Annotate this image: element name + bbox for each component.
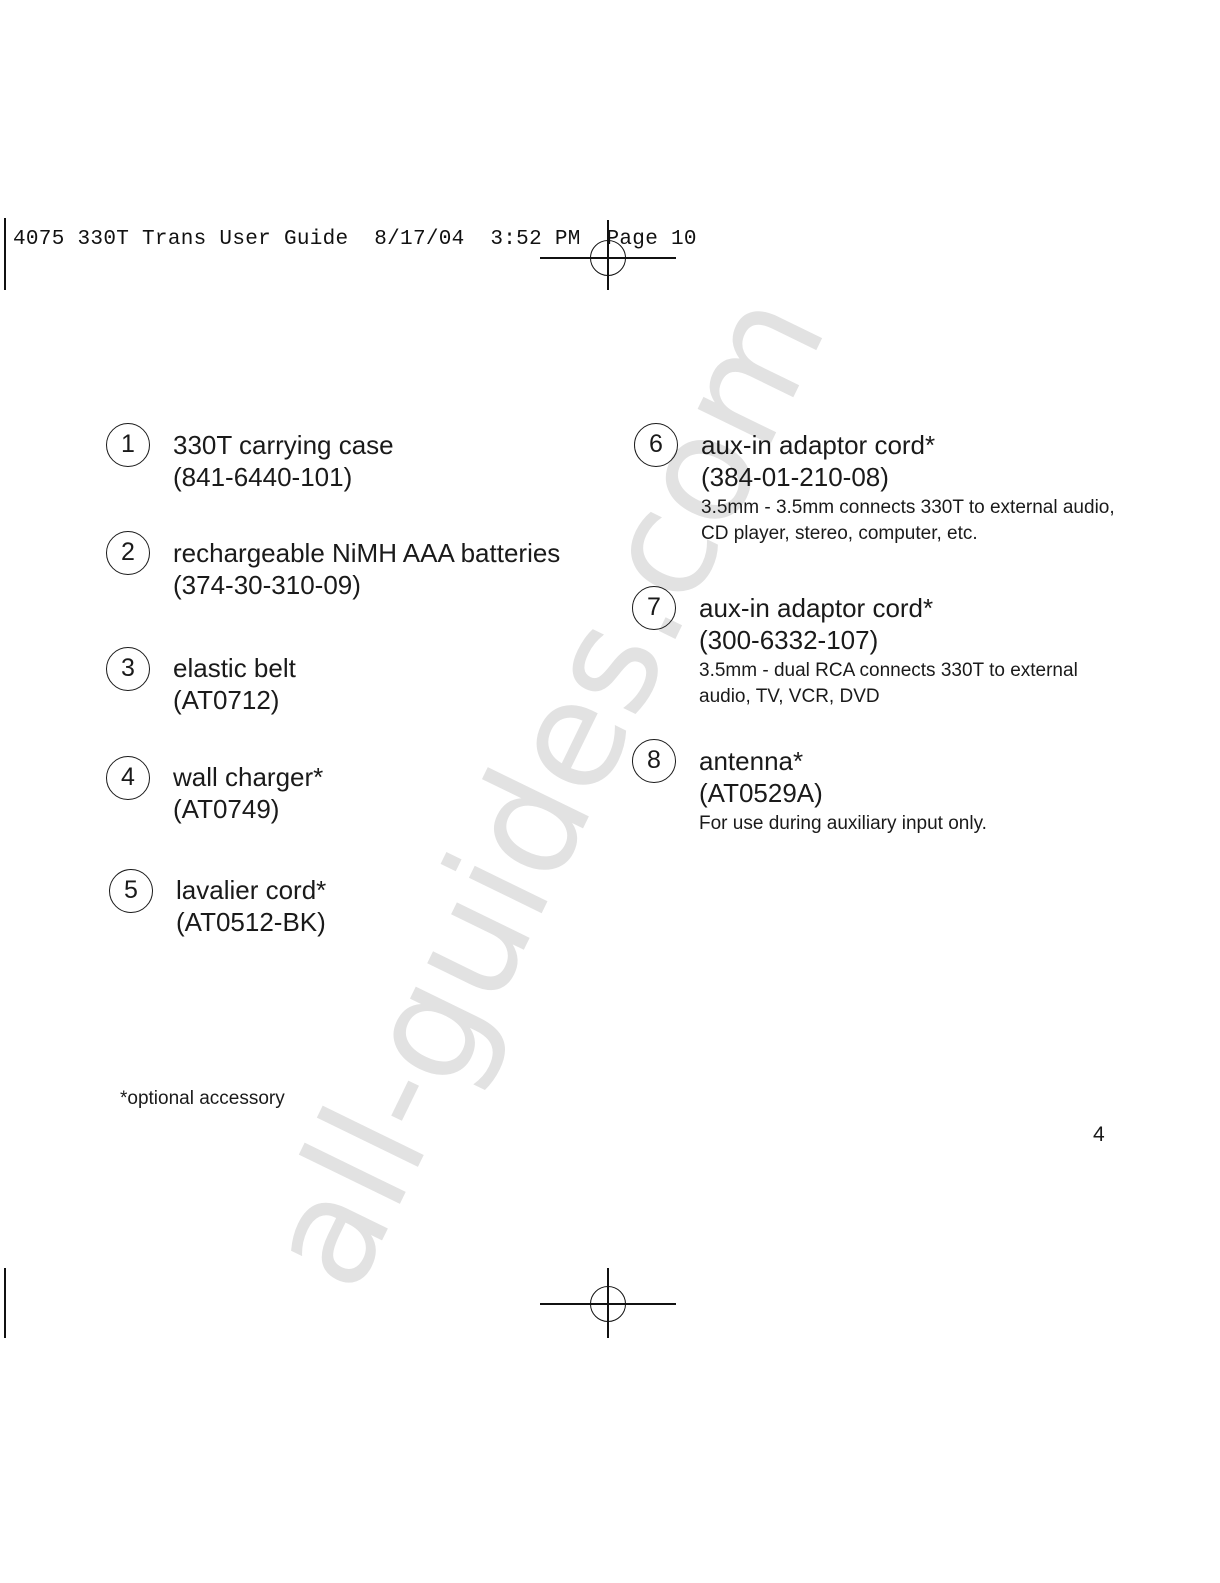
item-number-badge: 1 bbox=[106, 423, 150, 467]
item-part-number: (384-01-210-08) bbox=[701, 462, 889, 492]
item-description-line-2: audio, TV, VCR, DVD bbox=[699, 686, 880, 707]
registration-mark-bottom bbox=[590, 1286, 626, 1322]
item-number-badge: 7 bbox=[632, 586, 676, 630]
crop-mark-bottom-left bbox=[4, 1268, 6, 1338]
item-number-badge: 2 bbox=[106, 531, 150, 575]
item-description: For use during auxiliary input only. bbox=[699, 813, 987, 834]
print-slug: 4075 330T Trans User Guide 8/17/04 3:52 … bbox=[13, 228, 697, 251]
item-number-badge: 3 bbox=[106, 647, 150, 691]
item-text: aux-in adaptor cord* (384-01-210-08) 3.5… bbox=[701, 429, 1115, 547]
item-part-number: (AT0529A) bbox=[699, 778, 823, 808]
item-text: 330T carrying case (841-6440-101) bbox=[173, 429, 394, 493]
item-part-number: (AT0712) bbox=[173, 685, 280, 715]
item-name: 330T carrying case bbox=[173, 430, 394, 460]
item-text: wall charger* (AT0749) bbox=[173, 761, 323, 825]
item-description: 3.5mm - 3.5mm connects 330T to external … bbox=[701, 497, 1115, 518]
item-text: lavalier cord* (AT0512-BK) bbox=[176, 874, 326, 938]
item-name: antenna* bbox=[699, 746, 804, 776]
item-text: antenna* (AT0529A) For use during auxili… bbox=[699, 745, 987, 837]
item-name: wall charger* bbox=[173, 762, 324, 792]
item-part-number: (AT0512-BK) bbox=[176, 907, 326, 937]
item-description: 3.5mm - dual RCA connects 330T to extern… bbox=[699, 660, 1078, 681]
item-name: aux-in adaptor cord* bbox=[699, 593, 934, 623]
crop-mark-top-left bbox=[4, 218, 6, 290]
item-number-badge: 4 bbox=[106, 756, 150, 800]
item-part-number: (841-6440-101) bbox=[173, 462, 353, 492]
item-number-badge: 5 bbox=[109, 869, 153, 913]
registration-mark-top bbox=[590, 240, 626, 276]
footnote: *optional accessory bbox=[120, 1088, 285, 1109]
item-number-badge: 6 bbox=[634, 423, 678, 467]
item-name: rechargeable NiMH AAA batteries bbox=[173, 538, 561, 568]
item-part-number: (AT0749) bbox=[173, 794, 280, 824]
item-name: aux-in adaptor cord* bbox=[701, 430, 936, 460]
item-name: lavalier cord* bbox=[176, 875, 327, 905]
item-part-number: (300-6332-107) bbox=[699, 625, 879, 655]
item-description-line-2: CD player, stereo, computer, etc. bbox=[701, 523, 978, 544]
item-part-number: (374-30-310-09) bbox=[173, 570, 361, 600]
item-text: aux-in adaptor cord* (300-6332-107) 3.5m… bbox=[699, 592, 1078, 710]
page-number: 4 bbox=[1093, 1123, 1105, 1146]
item-text: elastic belt (AT0712) bbox=[173, 652, 296, 716]
item-number-badge: 8 bbox=[632, 739, 676, 783]
item-text: rechargeable NiMH AAA batteries (374-30-… bbox=[173, 537, 560, 601]
item-name: elastic belt bbox=[173, 653, 296, 683]
